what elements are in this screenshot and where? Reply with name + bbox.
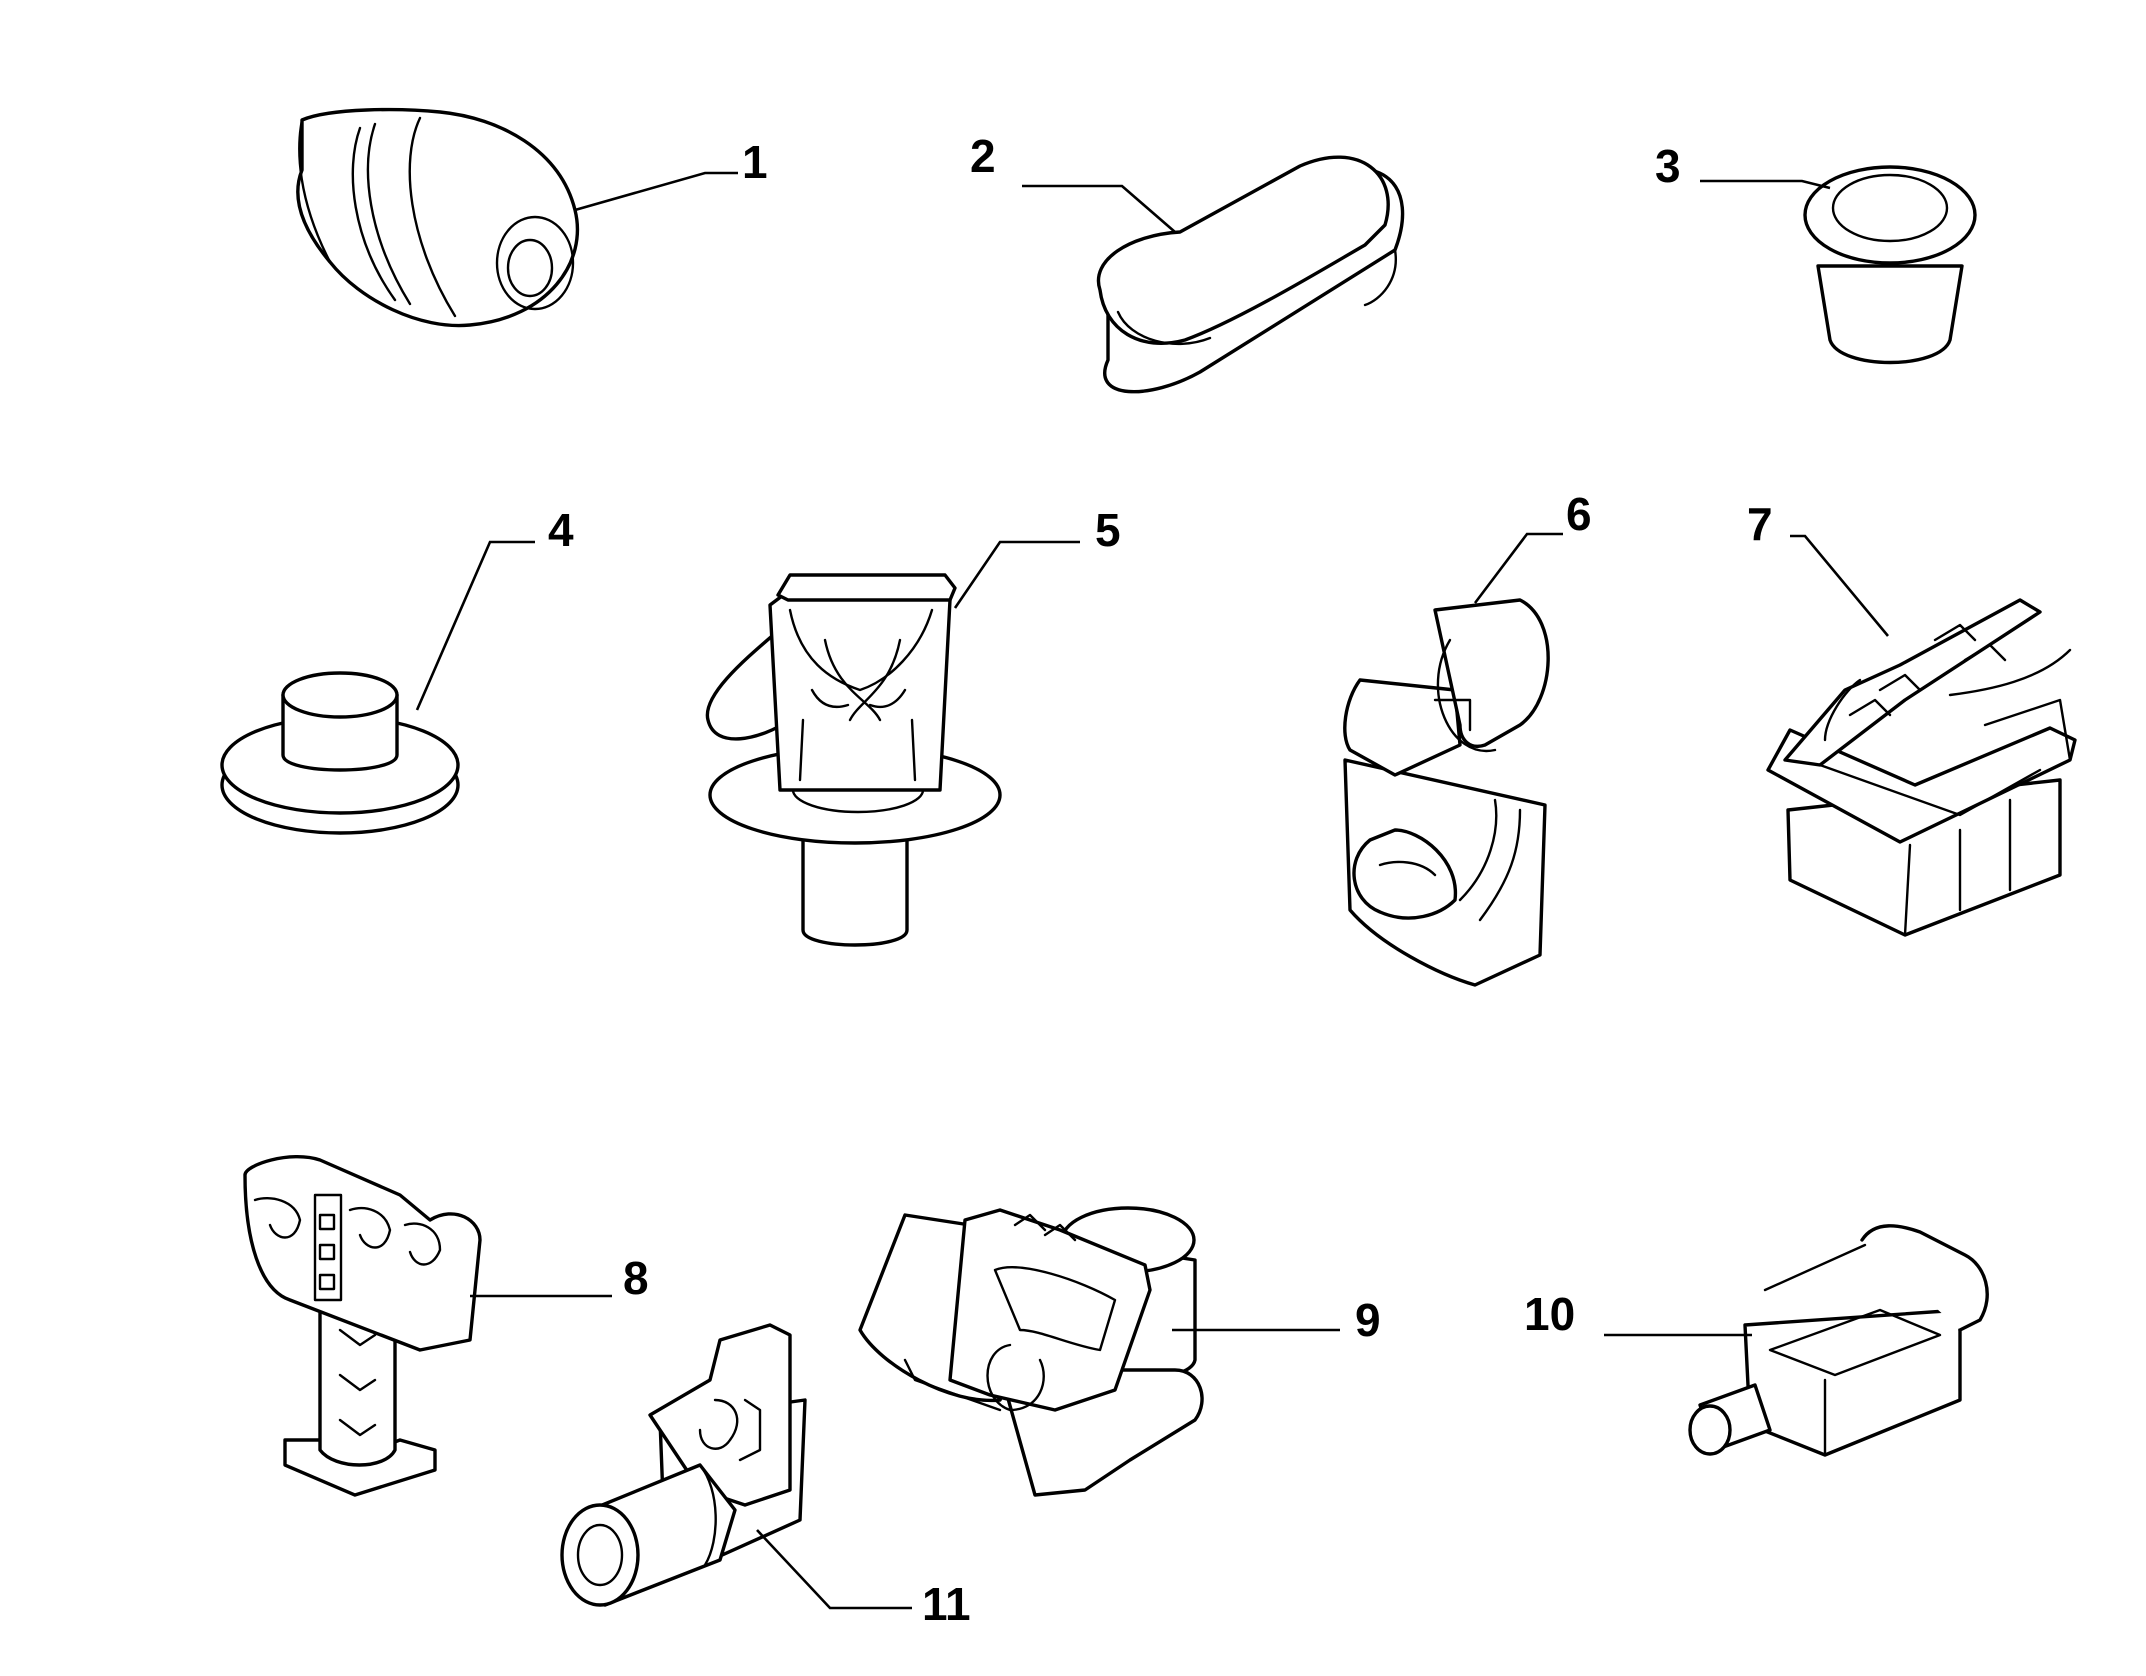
part-7-label: 7 — [1747, 498, 1773, 550]
part-2-label: 2 — [970, 130, 996, 182]
part-11-label: 11 — [922, 1578, 971, 1630]
part-1-plug: 1 — [296, 107, 768, 328]
part-5-label: 5 — [1095, 504, 1121, 556]
part-3-label: 3 — [1655, 140, 1681, 192]
part-1-label: 1 — [742, 136, 768, 188]
part-8-label: 8 — [623, 1252, 649, 1304]
part-4-flanged-stud: 4 — [220, 504, 574, 835]
part-11-tube-clip: 11 — [560, 1323, 971, 1630]
part-10-label: 10 — [1524, 1288, 1575, 1340]
part-10-loop-clip: 10 — [1524, 1224, 1989, 1457]
part-6-label: 6 — [1566, 488, 1592, 540]
part-6-hook-clip: 6 — [1343, 488, 1592, 987]
part-9-spring-hook-clip: 9 — [858, 1206, 1381, 1497]
part-9-label: 9 — [1355, 1294, 1381, 1346]
part-7-pipe-clip: 7 — [1747, 498, 2077, 937]
part-4-label: 4 — [548, 504, 574, 556]
part-2-oval-plug: 2 — [970, 130, 1405, 394]
part-3-cap: 3 — [1655, 140, 1977, 365]
part-8-stand-clip: 8 — [243, 1155, 649, 1497]
part-5-spring-clip: 5 — [705, 504, 1121, 947]
